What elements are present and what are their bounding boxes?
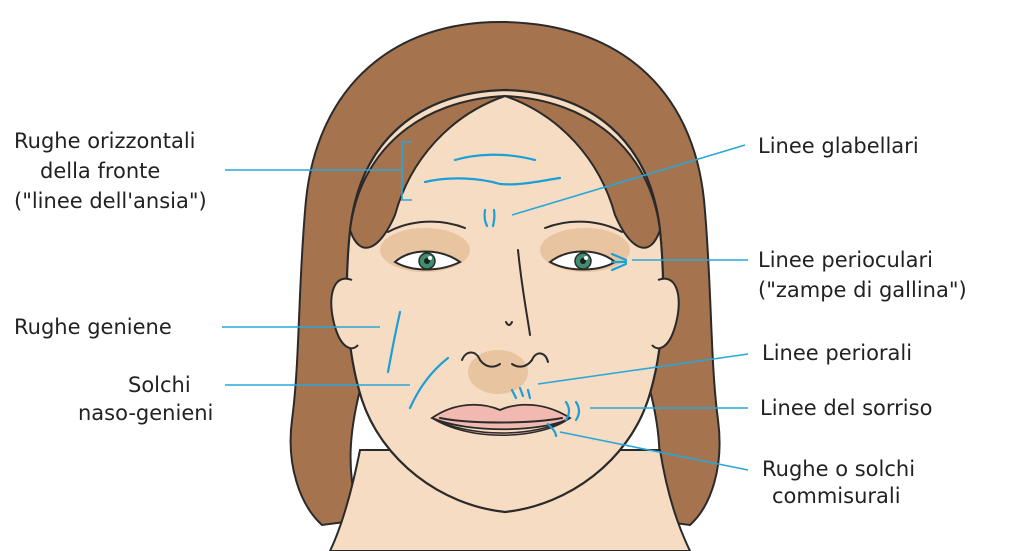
- label-nasolabial-folds: Solchi naso-genieni: [78, 373, 213, 425]
- label-cheek-wrinkles: Rughe geniene: [14, 315, 172, 339]
- label-cheek-line-1: Rughe geniene: [14, 315, 172, 339]
- label-commissural-line-1: Rughe o solchi: [762, 457, 915, 481]
- label-glabellar-lines: Linee glabellari: [758, 134, 919, 158]
- label-smile-lines: Linee del sorriso: [760, 396, 932, 420]
- label-perioral-lines: Linee periorali: [762, 341, 912, 365]
- label-glabellar-line-1: Linee glabellari: [758, 134, 919, 158]
- label-forehead-line-3: ("linee dell'ansia"): [14, 189, 207, 213]
- label-periocular-lines: Linee perioculari ("zampe di gallina"): [758, 248, 967, 302]
- label-periocular-line-2: ("zampe di gallina"): [758, 278, 967, 302]
- label-perioral-line-1: Linee periorali: [762, 341, 912, 365]
- label-commissural-line-2: commisurali: [772, 484, 901, 508]
- label-periocular-line-1: Linee perioculari: [758, 248, 933, 272]
- label-nasolabial-line-2: naso-genieni: [78, 401, 213, 425]
- label-forehead-line-2: della fronte: [40, 159, 160, 183]
- label-smile-line-1: Linee del sorriso: [760, 396, 932, 420]
- label-forehead-lines: Rughe orizzontali della fronte ("linee d…: [14, 129, 207, 213]
- label-commissural-folds: Rughe o solchi commisurali: [762, 457, 915, 508]
- label-forehead-line-1: Rughe orizzontali: [14, 129, 195, 153]
- label-nasolabial-line-1: Solchi: [128, 373, 191, 397]
